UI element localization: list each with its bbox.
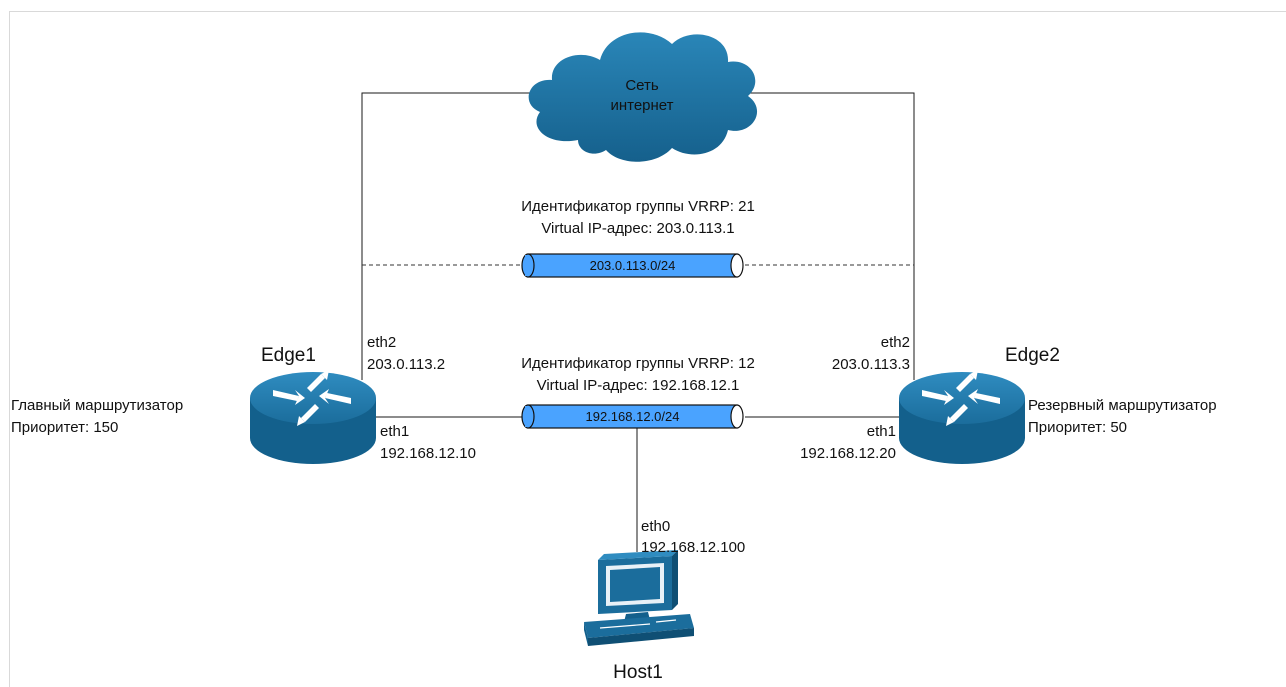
edge2-eth2-ip: 203.0.113.3 — [831, 356, 910, 373]
lan-links — [375, 416, 900, 552]
host1-eth0-ip: 192.168.12.100 — [641, 539, 746, 556]
wan-subnet-tube-icon — [521, 253, 744, 278]
host1-name: Host1 — [613, 662, 663, 683]
cloud-label-line2: интернет — [610, 97, 674, 114]
wan-vip-label: Virtual IP-адрес: 203.0.113.1 — [541, 220, 735, 237]
wan-subnet-label: 203.0.113.0/24 — [589, 258, 676, 273]
edge1-wan-link — [361, 92, 548, 380]
edge2-name: Edge2 — [1005, 345, 1060, 366]
edge1-eth2-name: eth2 — [367, 334, 397, 351]
internet-cloud-icon — [528, 32, 758, 162]
cloud-label-line1: Сеть — [625, 77, 659, 94]
lan-subnet-label: 192.168.12.0/24 — [585, 409, 680, 424]
edge2-router-icon — [899, 370, 1025, 464]
edge2-eth1-name: eth1 — [866, 423, 896, 440]
host1-computer-icon — [584, 550, 694, 646]
edge1-name: Edge1 — [261, 345, 316, 366]
edge1-eth1-name: eth1 — [380, 423, 410, 440]
edge2-priority: Приоритет: 50 — [1028, 419, 1128, 436]
edge1-priority: Приоритет: 150 — [11, 419, 119, 436]
edge2-role: Резервный маршрутизатор — [1028, 397, 1217, 414]
lan-vrrp-group-label: Идентификатор группы VRRP: 12 — [521, 355, 755, 372]
lan-subnet-tube-icon — [521, 404, 744, 429]
edge2-eth1-ip: 192.168.12.20 — [800, 445, 896, 462]
wan-vrrp-group-label: Идентификатор группы VRRP: 21 — [521, 198, 755, 215]
edge1-role: Главный маршрутизатор — [11, 397, 184, 414]
edge1-eth2-ip: 203.0.113.2 — [367, 356, 446, 373]
host1-eth0-name: eth0 — [641, 518, 671, 535]
edge1-eth1-ip: 192.168.12.10 — [380, 445, 476, 462]
edge2-wan-link — [735, 92, 915, 380]
edge2-eth2-name: eth2 — [880, 334, 910, 351]
edge1-router-icon — [250, 370, 376, 464]
wan-links — [361, 92, 915, 380]
diagram-frame — [9, 11, 1286, 687]
lan-vip-label: Virtual IP-адрес: 192.168.12.1 — [536, 377, 740, 394]
